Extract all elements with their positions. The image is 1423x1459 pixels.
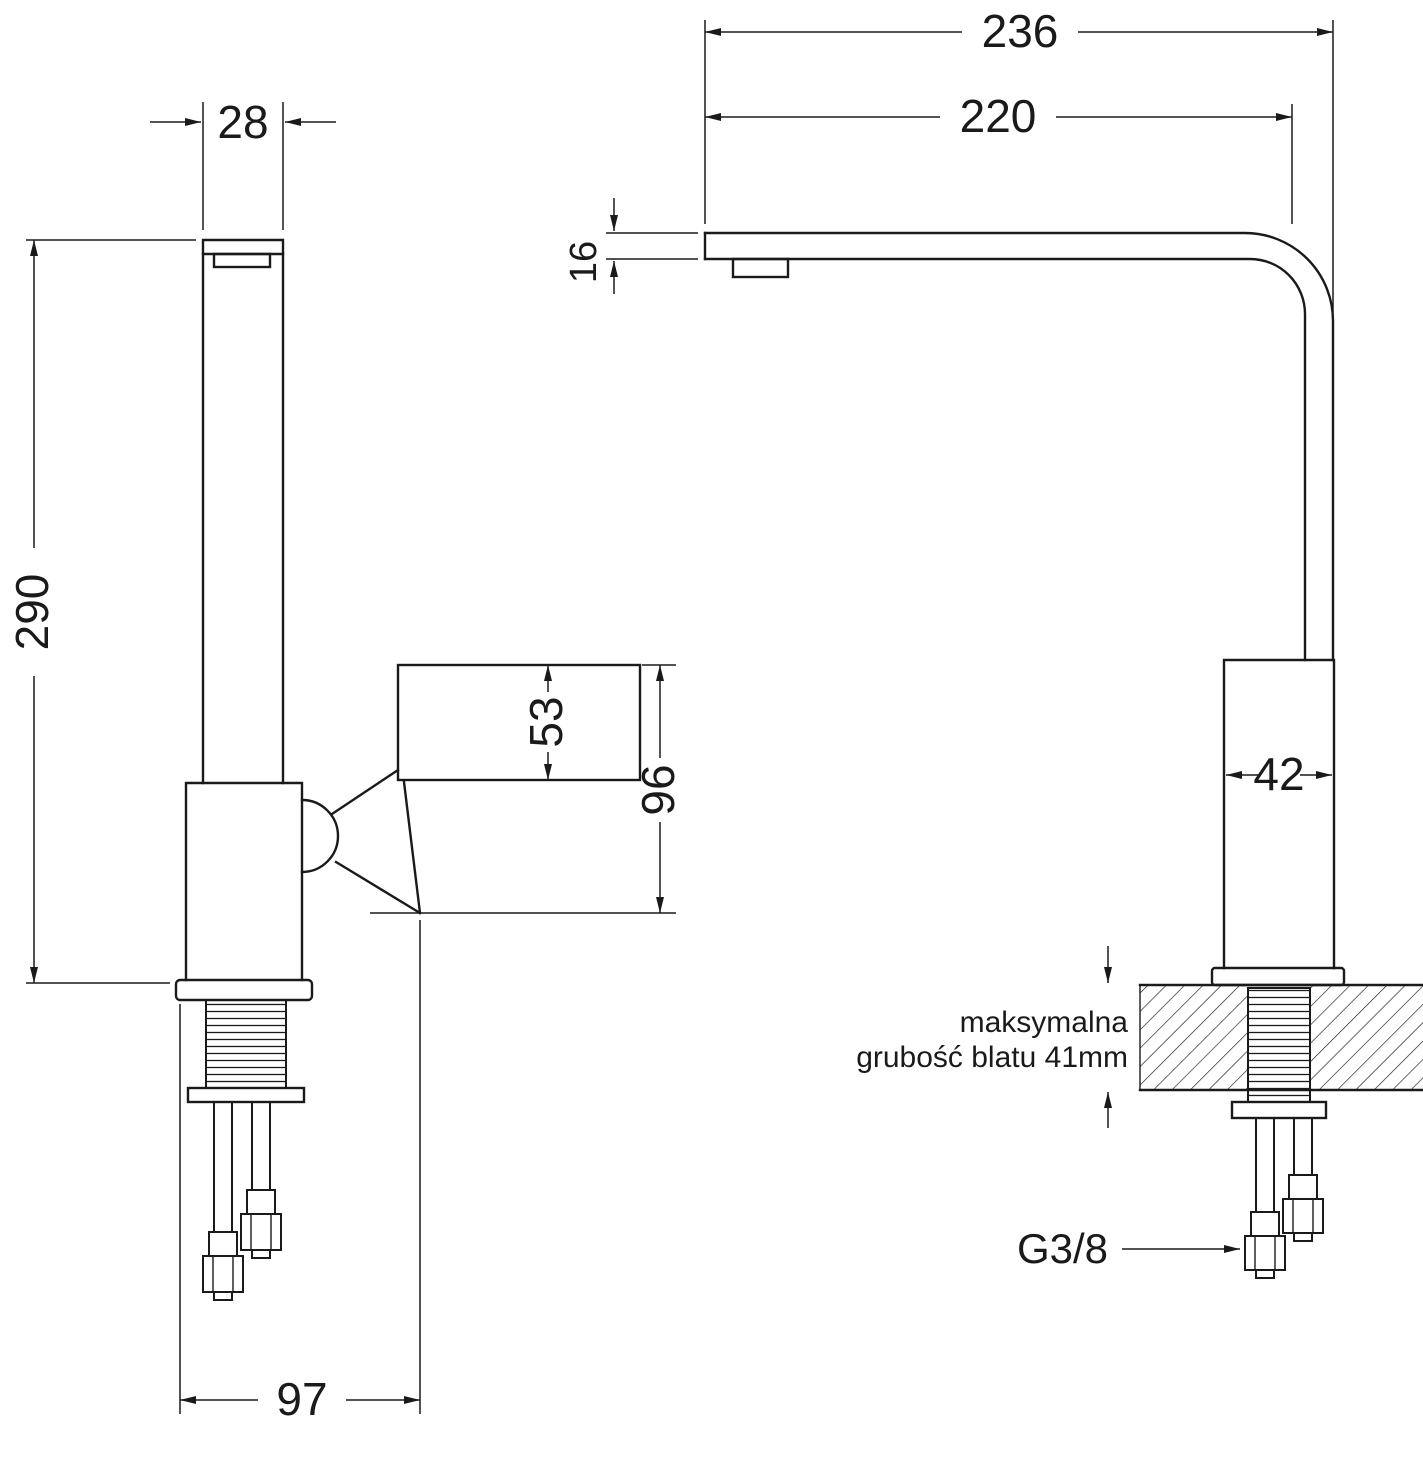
front-washer: [1230, 1100, 1328, 1120]
front-spout: [703, 231, 1335, 662]
countertop-note-line2: grubość blatu 41mm: [856, 1041, 1128, 1074]
dim-16-value: 16: [563, 241, 605, 283]
dim-96-value: 96: [632, 764, 684, 815]
front-threaded-shank: [1247, 987, 1311, 1103]
dim-290-value: 290: [6, 574, 58, 651]
side-hose-left-nut: [202, 1255, 244, 1293]
dim-236-value: 236: [982, 5, 1059, 57]
dim-28: 28: [150, 96, 336, 230]
side-handle-plate: [396, 663, 642, 782]
dimensions: 28 290 53 96 9: [6, 5, 1334, 1425]
countertop-note: maksymalna grubość blatu 41mm: [856, 946, 1128, 1128]
front-view: [703, 231, 1423, 1279]
side-threaded-shank: [205, 999, 287, 1089]
dim-97-value: 97: [276, 1373, 327, 1425]
side-base-flange: [174, 978, 314, 1002]
dim-220: 220: [705, 90, 1293, 224]
front-body: [1210, 658, 1346, 987]
dim-96: 96: [370, 664, 684, 914]
side-view: [174, 238, 642, 1301]
side-hose-right: [240, 1101, 282, 1259]
front-hose-left: [1244, 1117, 1286, 1279]
thread-size-label: G3/8: [1017, 1225, 1108, 1272]
dim-53: 53: [520, 665, 572, 780]
side-hose-left: [202, 1101, 244, 1301]
dim-220-value: 220: [960, 90, 1037, 142]
dim-42-value: 42: [1253, 748, 1304, 800]
dim-97: 97: [179, 920, 421, 1425]
side-hose-right-nut: [240, 1213, 282, 1251]
front-hose-right: [1282, 1117, 1324, 1242]
side-body: [174, 781, 314, 1002]
side-washer: [186, 1086, 306, 1104]
side-aerator: [212, 252, 272, 269]
countertop-note-line1: maksymalna: [960, 1006, 1129, 1039]
side-mounting: [186, 999, 306, 1301]
side-spout-column: [201, 238, 285, 785]
dim-42: 42: [1226, 748, 1332, 800]
dim-236: 236: [704, 5, 1334, 312]
dim-16: 16: [563, 198, 698, 294]
front-mounting: [1230, 987, 1328, 1279]
dim-28-value: 28: [217, 96, 268, 148]
thread-callout: G3/8: [1017, 1225, 1240, 1272]
dim-290: 290: [6, 239, 196, 984]
front-hose-right-nut: [1282, 1198, 1324, 1234]
front-hose-left-nut: [1244, 1235, 1286, 1271]
front-aerator: [731, 257, 790, 279]
dim-53-value: 53: [520, 696, 572, 747]
front-base-flange: [1210, 966, 1346, 987]
side-handle-lever: [300, 663, 642, 915]
